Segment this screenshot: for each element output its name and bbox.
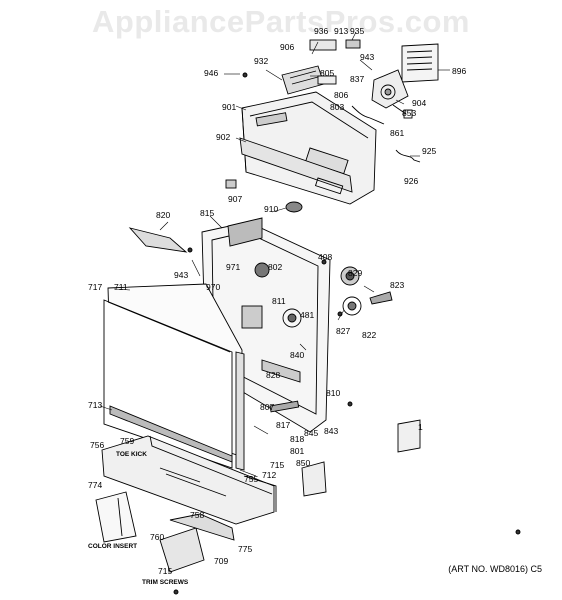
- hinge-part: [301, 419, 421, 497]
- toe-kick-part: [101, 435, 277, 525]
- callout-943: 943: [174, 270, 188, 280]
- callout-828: 828: [266, 370, 280, 380]
- callout-805: 805: [320, 68, 334, 78]
- callout-820: 820: [156, 210, 170, 220]
- callout-803: 803: [330, 102, 344, 112]
- callout-713: 713: [88, 400, 102, 410]
- callout-837: 837: [350, 74, 364, 84]
- callout-932: 932: [254, 56, 268, 66]
- callout-946: 946: [204, 68, 218, 78]
- watermark: AppliancePartsPros.com: [92, 4, 470, 39]
- callout-907: 907: [228, 194, 242, 204]
- callout-910: 910: [264, 204, 278, 214]
- leader-lines: [99, 31, 450, 477]
- callout-815: 815: [200, 208, 214, 218]
- callout-801: 801: [290, 446, 304, 456]
- callout-1: 1: [418, 422, 423, 432]
- callout-817: 817: [276, 420, 290, 430]
- callout-902: 902: [216, 132, 230, 142]
- callout-913: 913: [334, 26, 348, 36]
- screw-parts: [173, 72, 521, 595]
- callout-802: 802: [268, 262, 282, 272]
- color-insert-part: [95, 491, 137, 543]
- caption-labels: TOE KICK COLOR INSERT TRIM SCREWS: [88, 451, 189, 586]
- callout-711: 711: [114, 282, 128, 292]
- callout-759: 759: [120, 436, 134, 446]
- callout-935: 935: [350, 26, 364, 36]
- toe-kick-caption: TOE KICK: [116, 451, 147, 458]
- callout-715: 715: [270, 460, 284, 470]
- callout-775: 775: [238, 544, 252, 554]
- callout-760: 760: [150, 532, 164, 542]
- callout-936: 936: [314, 26, 328, 36]
- callout-829: 829: [348, 268, 362, 278]
- control-knob-part: [309, 39, 361, 51]
- trim-screws-caption: TRIM SCREWS: [142, 579, 189, 586]
- color-insert-caption: COLOR INSERT: [88, 543, 137, 550]
- callout-827: 827: [336, 326, 350, 336]
- callout-717: 717: [88, 282, 102, 292]
- callout-861: 861: [390, 128, 404, 138]
- wire-harness-part: [351, 105, 421, 163]
- callout-853: 853: [402, 108, 416, 118]
- trim-strip-part: [159, 513, 235, 573]
- callout-904: 904: [412, 98, 426, 108]
- callout-906: 906: [280, 42, 294, 52]
- callout-758: 758: [190, 510, 204, 520]
- callout-843: 843: [324, 426, 338, 436]
- callout-709: 709: [214, 556, 228, 566]
- outer-door-panel-part: [103, 283, 245, 471]
- callout-715: 715: [158, 566, 172, 576]
- art-number: (ART NO. WD8016) C5: [448, 564, 542, 574]
- callout-408: 408: [318, 252, 332, 262]
- callout-822: 822: [362, 330, 376, 340]
- callout-811: 811: [272, 296, 286, 306]
- callout-971: 971: [226, 262, 240, 272]
- callout-823: 823: [390, 280, 404, 290]
- control-panel-part: [239, 91, 377, 205]
- callout-810: 810: [326, 388, 340, 398]
- callout-712: 712: [262, 470, 276, 480]
- callout-845: 845: [304, 428, 318, 438]
- callout-labels: 906 936 913 935 943 896 946 932 805 837 …: [88, 26, 466, 576]
- callout-818: 818: [290, 434, 304, 444]
- detergent-knob-part: [225, 179, 303, 213]
- callout-806: 806: [334, 90, 348, 100]
- rating-label-part: [401, 43, 439, 83]
- callout-774: 774: [88, 480, 102, 490]
- callout-901: 901: [222, 102, 236, 112]
- callout-970: 970: [206, 282, 220, 292]
- callout-850: 850: [296, 458, 310, 468]
- timer-motor-part: [371, 69, 413, 119]
- callout-481: 481: [300, 310, 314, 320]
- callout-926: 926: [404, 176, 418, 186]
- rinse-dispenser-part: [340, 266, 393, 316]
- callout-896: 896: [452, 66, 466, 76]
- callout-840: 840: [290, 350, 304, 360]
- callout-807: 807: [260, 402, 274, 412]
- callout-925: 925: [422, 146, 436, 156]
- callout-943: 943: [360, 52, 374, 62]
- callout-756: 756: [90, 440, 104, 450]
- callout-755: 755: [244, 474, 258, 484]
